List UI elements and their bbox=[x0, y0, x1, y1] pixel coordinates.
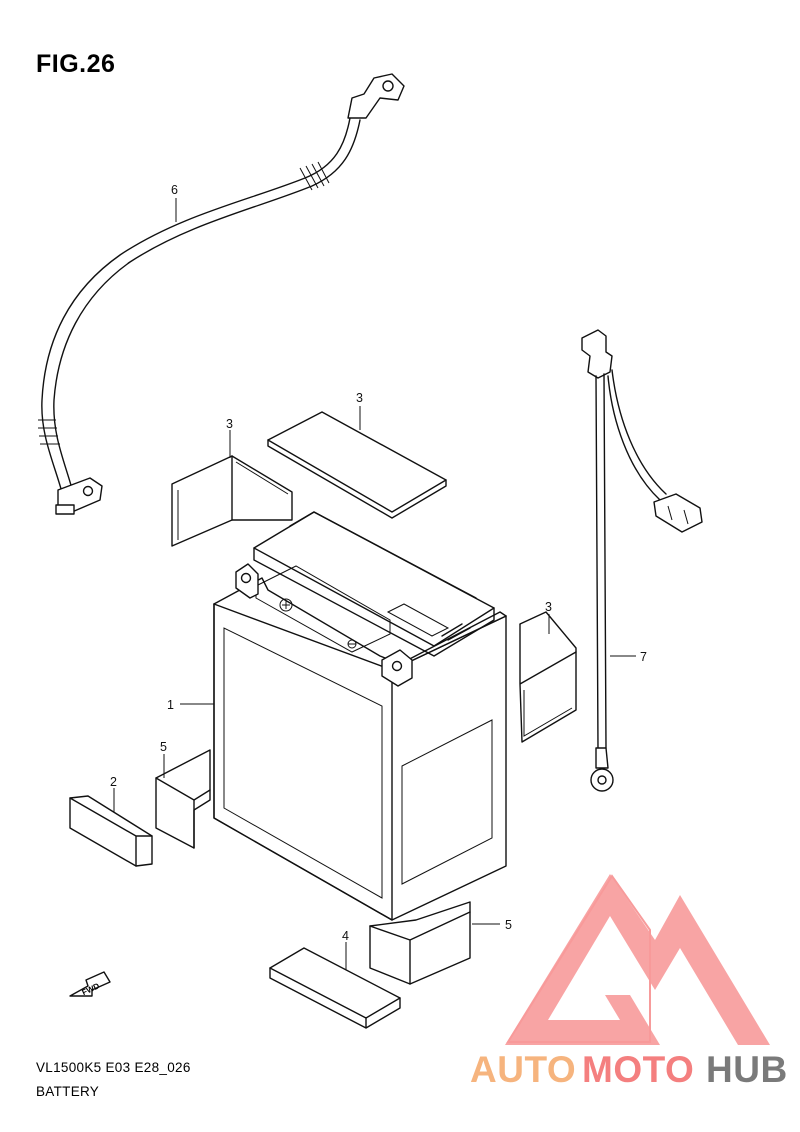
watermark-triangle-shape bbox=[505, 874, 770, 1045]
part-2-pad bbox=[69, 795, 153, 867]
watermark-moto: MOTO bbox=[582, 1049, 694, 1090]
callout-numbers: 6 3 3 3 7 1 5 2 5 4 bbox=[110, 183, 647, 943]
part-6-battery-cable bbox=[38, 73, 405, 515]
part-3-left-corner-pad bbox=[171, 455, 293, 547]
watermark-auto: AUTO bbox=[470, 1049, 576, 1090]
callout-5-left: 5 bbox=[160, 740, 167, 754]
part-5-left-pad bbox=[155, 749, 211, 849]
callout-2: 2 bbox=[110, 775, 117, 789]
callout-7: 7 bbox=[640, 650, 647, 664]
callout-4: 4 bbox=[342, 929, 349, 943]
callout-6: 6 bbox=[171, 183, 178, 197]
figure-title: FIG.26 bbox=[36, 50, 116, 78]
part-7-lead-wire bbox=[581, 329, 703, 792]
model-code: VL1500K5 E03 E28_026 bbox=[36, 1060, 191, 1075]
section-name: BATTERY bbox=[36, 1084, 100, 1099]
callout-leaders bbox=[113, 198, 636, 970]
part-4-bottom-pad bbox=[269, 947, 401, 1029]
part-5-bottom-pad bbox=[369, 901, 471, 985]
watermark-logo: AUTO MOTO HUB bbox=[470, 874, 788, 1090]
fwd-arrow: FWD bbox=[69, 971, 111, 997]
callout-3-top: 3 bbox=[356, 391, 363, 405]
callout-3-right: 3 bbox=[545, 600, 552, 614]
watermark-hub: HUB bbox=[706, 1049, 788, 1090]
callout-5-bottom: 5 bbox=[505, 918, 512, 932]
part-3-top-pad bbox=[267, 411, 447, 519]
callout-3-left: 3 bbox=[226, 417, 233, 431]
part-1-battery bbox=[213, 511, 507, 921]
callout-1: 1 bbox=[167, 698, 174, 712]
part-3-right-side-pad bbox=[519, 611, 577, 743]
